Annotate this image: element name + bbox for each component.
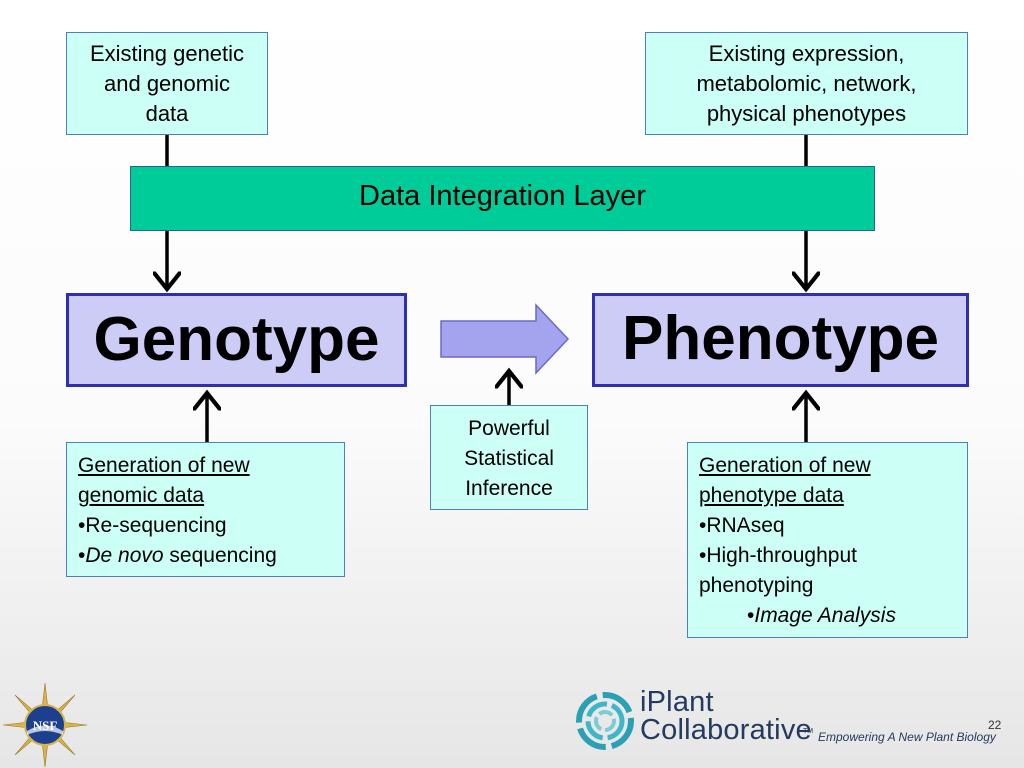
new-genomic-data-box: Generation of new genomic data •Re-seque… (66, 442, 345, 577)
phenotype-box: Phenotype (592, 293, 969, 387)
box-line: Existing expression, (708, 41, 905, 66)
box-line: metabolomic, network, (696, 71, 917, 96)
phenotype-label: Phenotype (622, 304, 939, 373)
nsf-logo-text: NSF (33, 718, 58, 733)
iplant-wordmark: iPlant Collaborative (640, 686, 812, 746)
box-line: Statistical (464, 447, 554, 470)
nsf-logo-icon: NSF (2, 682, 88, 768)
box-line: Powerful (468, 417, 550, 440)
sequencing-text: sequencing (163, 544, 277, 567)
trademark-mark: TM (803, 728, 814, 735)
brand-line1: iPlant (640, 686, 714, 718)
bullet-prefix: • (78, 544, 86, 567)
box-line: Inference (465, 477, 553, 500)
image-analysis-italic: Image Analysis (754, 604, 896, 627)
box-line: physical phenotypes (706, 101, 907, 126)
bullet-resequencing: •Re-sequencing (78, 514, 227, 537)
phenotype-heading-line1: Generation of new (699, 454, 871, 477)
bullet-de-novo: •De novo sequencing (78, 541, 344, 571)
bullet-high-throughput-cont: phenotyping (699, 574, 814, 597)
bullet-rnaseq: •RNAseq (699, 514, 785, 537)
brand-line2: Collaborative (640, 714, 812, 746)
genotype-box: Genotype (66, 293, 407, 387)
iplant-logo-icon (576, 692, 634, 750)
existing-phenotype-data-box: Existing expression, metabolomic, networ… (645, 32, 968, 135)
tagline: Empowering A New Plant Biology (818, 730, 996, 744)
block-arrow-right-icon (440, 303, 570, 375)
genotype-label: Genotype (93, 305, 380, 374)
statistical-inference-box: Powerful Statistical Inference (430, 405, 588, 510)
new-phenotype-data-box: Generation of new phenotype data •RNAseq… (687, 442, 968, 638)
bullet-prefix: • (747, 604, 755, 627)
page-number: 22 (988, 718, 1002, 732)
genomic-heading-line2: genomic data (78, 484, 205, 507)
genomic-heading-line1: Generation of new (78, 454, 250, 477)
data-integration-layer: Data Integration Layer (130, 166, 875, 231)
box-line: data (145, 101, 189, 126)
phenotype-heading-line2: phenotype data (699, 484, 844, 507)
sub-bullet-image-analysis: •Image Analysis (699, 601, 967, 631)
existing-genetic-data-box: Existing genetic and genomic data (66, 32, 268, 135)
integration-label: Data Integration Layer (359, 180, 646, 212)
de-novo-italic: De novo (85, 544, 164, 567)
box-line: and genomic (104, 71, 230, 96)
bullet-high-throughput: •High-throughput (699, 544, 857, 567)
box-line: Existing genetic (89, 41, 245, 66)
